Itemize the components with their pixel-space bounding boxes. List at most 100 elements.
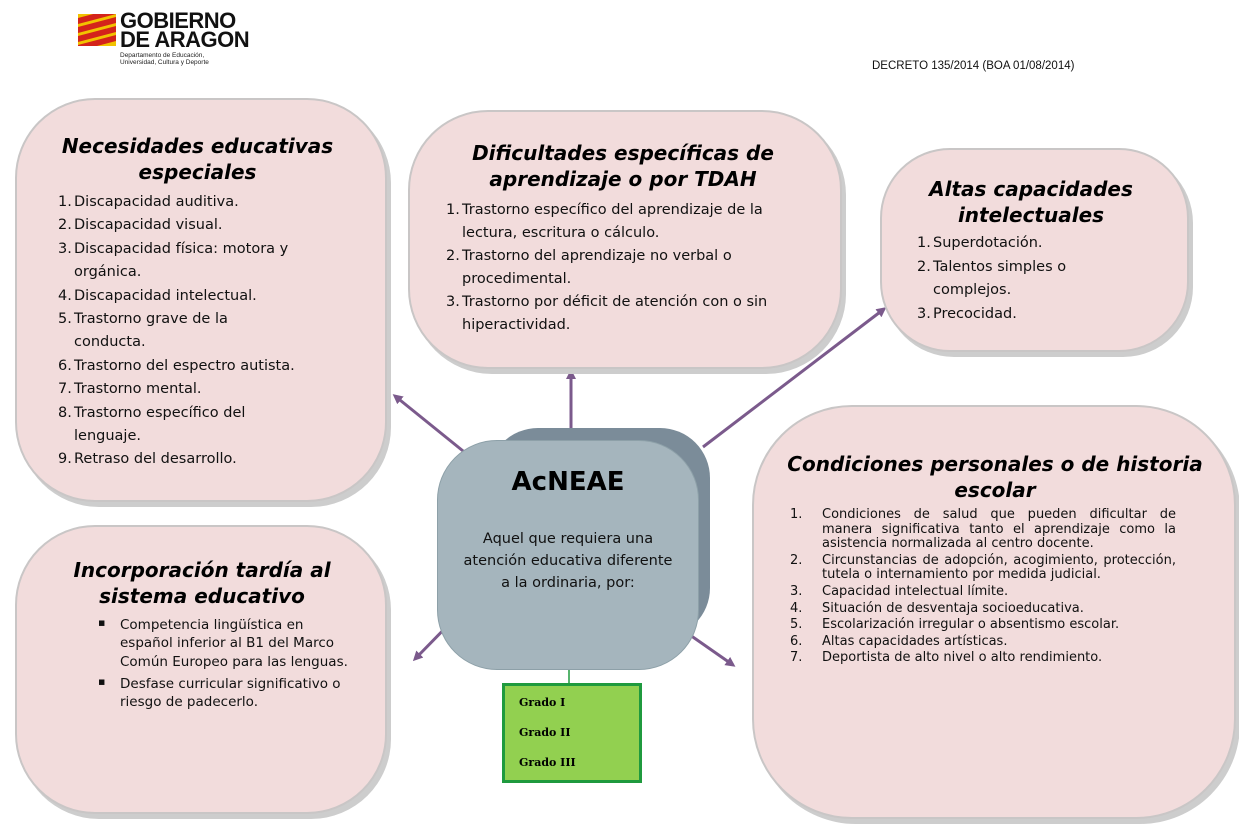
item-number: 3. (917, 305, 931, 322)
arrow-to-nee (392, 394, 469, 457)
item-text: Discapacidad intelectual. (74, 287, 257, 304)
bullet-icon: ▪ (98, 674, 106, 688)
item-text: Trastorno del espectro autista. (74, 357, 295, 374)
item-text: Talentos simples o complejos. (933, 258, 1067, 299)
item-text: Deportista de alto nivel o alto rendimie… (822, 650, 1103, 666)
item-number: 9. (58, 451, 72, 468)
item-number: 1. (58, 194, 72, 210)
list-item: ▪ Competencia lingüística en español infe… (98, 616, 360, 671)
item-number: 3. (790, 583, 803, 599)
condiciones-list: 1. Condiciones de salud que pueden dificu… (790, 507, 1176, 668)
logo-subtitle-line1: Departamento de Educación, (120, 52, 205, 59)
list-item: 3.Trastorno por déficit de atención con … (446, 291, 816, 337)
dea-bubble (408, 110, 842, 369)
item-text: Circunstancias de adopción, acogimiento,… (822, 552, 1176, 583)
item-number: 2. (790, 552, 803, 568)
dea-title: Dificultades específicas de aprendizaje … (472, 141, 774, 191)
item-text: Competencia lingüística en español infer… (120, 617, 348, 670)
altas-title: Altas capacidades intelectuales (929, 177, 1133, 227)
item-number: 1. (917, 235, 931, 251)
item-text: Altas capacidades artísticas. (822, 633, 1008, 649)
item-number: 4. (790, 600, 803, 616)
incorporacion-title: Incorporación tardía al sistema educativ… (73, 558, 331, 608)
item-number: 3. (58, 240, 72, 257)
aragon-flag-icon (78, 14, 116, 46)
dea-list: 1.Trastorno específico del aprendizaje d… (446, 199, 816, 337)
grades-box: Grado I Grado II Grado III (502, 683, 642, 783)
item-text: Capacidad intelectual límite. (822, 583, 1009, 599)
arrow-to-altas (702, 307, 887, 449)
list-item: 1.Trastorno específico del aprendizaje d… (446, 199, 816, 245)
list-item: 4.Discapacidad intelectual. (58, 285, 368, 308)
grade-1: Grado I (519, 696, 566, 709)
item-number: 7. (58, 381, 72, 398)
item-number: 7. (790, 650, 803, 666)
item-text: Trastorno del aprendizaje no verbal o pr… (462, 248, 732, 287)
center-title: AcNEAE (511, 467, 625, 497)
item-number: 1. (790, 507, 803, 522)
nee-title: Necesidades educativas especiales (61, 134, 334, 184)
list-item: 8.Trastorno específico del lenguaje. (58, 402, 304, 449)
item-text: Superdotación. (933, 235, 1043, 251)
list-item: 1. Condiciones de salud que pueden dificu… (790, 507, 1176, 552)
item-number: 8. (58, 404, 72, 421)
item-number: 5. (790, 617, 803, 633)
list-item: ▪ Desfase curricular significativo o ries… (98, 675, 360, 712)
grade-2: Grado II (519, 726, 571, 739)
list-item: 3.Discapacidad física: motora y orgánica… (58, 238, 344, 285)
nee-bubble (15, 98, 387, 502)
item-number: 5. (58, 311, 72, 328)
item-text: Situación de desventaja socioeducativa. (822, 600, 1084, 616)
list-item: 5.Trastorno grave de la conducta. (58, 308, 289, 355)
list-item: 5. Escolarización irregular o absentismo … (790, 617, 1176, 633)
item-number: 3. (446, 294, 460, 310)
list-item: 2.Trastorno del aprendizaje no verbal o … (446, 245, 807, 291)
item-text: Trastorno mental. (74, 381, 202, 398)
item-number: 6. (790, 633, 803, 649)
list-item: 4. Situación de desventaja socioeducativa… (790, 600, 1176, 617)
item-text: Discapacidad visual. (74, 217, 223, 234)
item-number: 1. (446, 202, 460, 218)
item-text: Precocidad. (933, 305, 1017, 322)
list-item: 3.Precocidad. (917, 303, 1167, 327)
logo-line2: DE ARAGON (120, 27, 250, 52)
item-number: 2. (446, 248, 460, 264)
arrow-to-condiciones (689, 633, 736, 667)
item-number: 2. (917, 258, 931, 275)
item-text: Trastorno por déficit de atención con o … (462, 294, 768, 333)
list-item: 7.Trastorno mental. (58, 378, 368, 401)
item-text: Discapacidad auditiva. (74, 194, 239, 210)
item-number: 4. (58, 287, 72, 304)
logo-subtitle: Departamento de Educación, Universidad, … (120, 52, 209, 66)
list-item: 2. Circunstancias de adopción, acogimient… (790, 552, 1176, 583)
altas-bubble (880, 148, 1189, 352)
grade-3: Grado III (519, 756, 576, 769)
altas-list: 1.Superdotación. 2.Talentos simples o co… (917, 232, 1167, 326)
list-item: 1.Superdotación. (917, 232, 1167, 256)
item-text: Trastorno específico del lenguaje. (74, 404, 246, 445)
logo-subtitle-line2: Universidad, Cultura y Deporte (120, 59, 209, 66)
decree-reference: DECRETO 135/2014 (BOA 01/08/2014) (872, 60, 1075, 72)
item-number: 6. (58, 357, 72, 374)
condiciones-bubble (752, 405, 1236, 819)
list-item: 6. Altas capacidades artísticas. (790, 633, 1176, 650)
list-item: 1.Discapacidad auditiva. (58, 191, 368, 214)
gobierno-aragon-logo: GOBIERNO DE ARAGON Departamento de Educa… (78, 8, 278, 70)
list-item: 6.Trastorno del espectro autista. (58, 355, 368, 378)
logo-line1: GOBIERNO (120, 8, 236, 33)
list-item: 2.Discapacidad visual. (58, 214, 368, 237)
list-item: 3. Capacidad intelectual límite. (790, 583, 1176, 600)
item-text: Trastorno grave de la conducta. (74, 311, 228, 351)
item-text: Retraso del desarrollo. (74, 451, 237, 468)
list-item: 9.Retraso del desarrollo. (58, 448, 368, 471)
center-description: Aquel que requiera una atención educativ… (463, 531, 673, 591)
incorporacion-bubble (15, 525, 387, 814)
nee-list: 1.Discapacidad auditiva. 2.Discapacidad … (58, 191, 368, 472)
item-text: Discapacidad física: motora y orgánica. (74, 240, 289, 281)
item-text: Desfase curricular significativo o riesg… (120, 675, 341, 711)
item-text: Condiciones de salud que pueden dificult… (822, 507, 1176, 552)
center-node (437, 440, 699, 670)
item-text: Escolarización irregular o absentismo es… (822, 617, 1120, 633)
bullet-icon: ▪ (98, 616, 106, 629)
list-item: 7. Deportista de alto nivel o alto rendim… (790, 651, 1176, 666)
